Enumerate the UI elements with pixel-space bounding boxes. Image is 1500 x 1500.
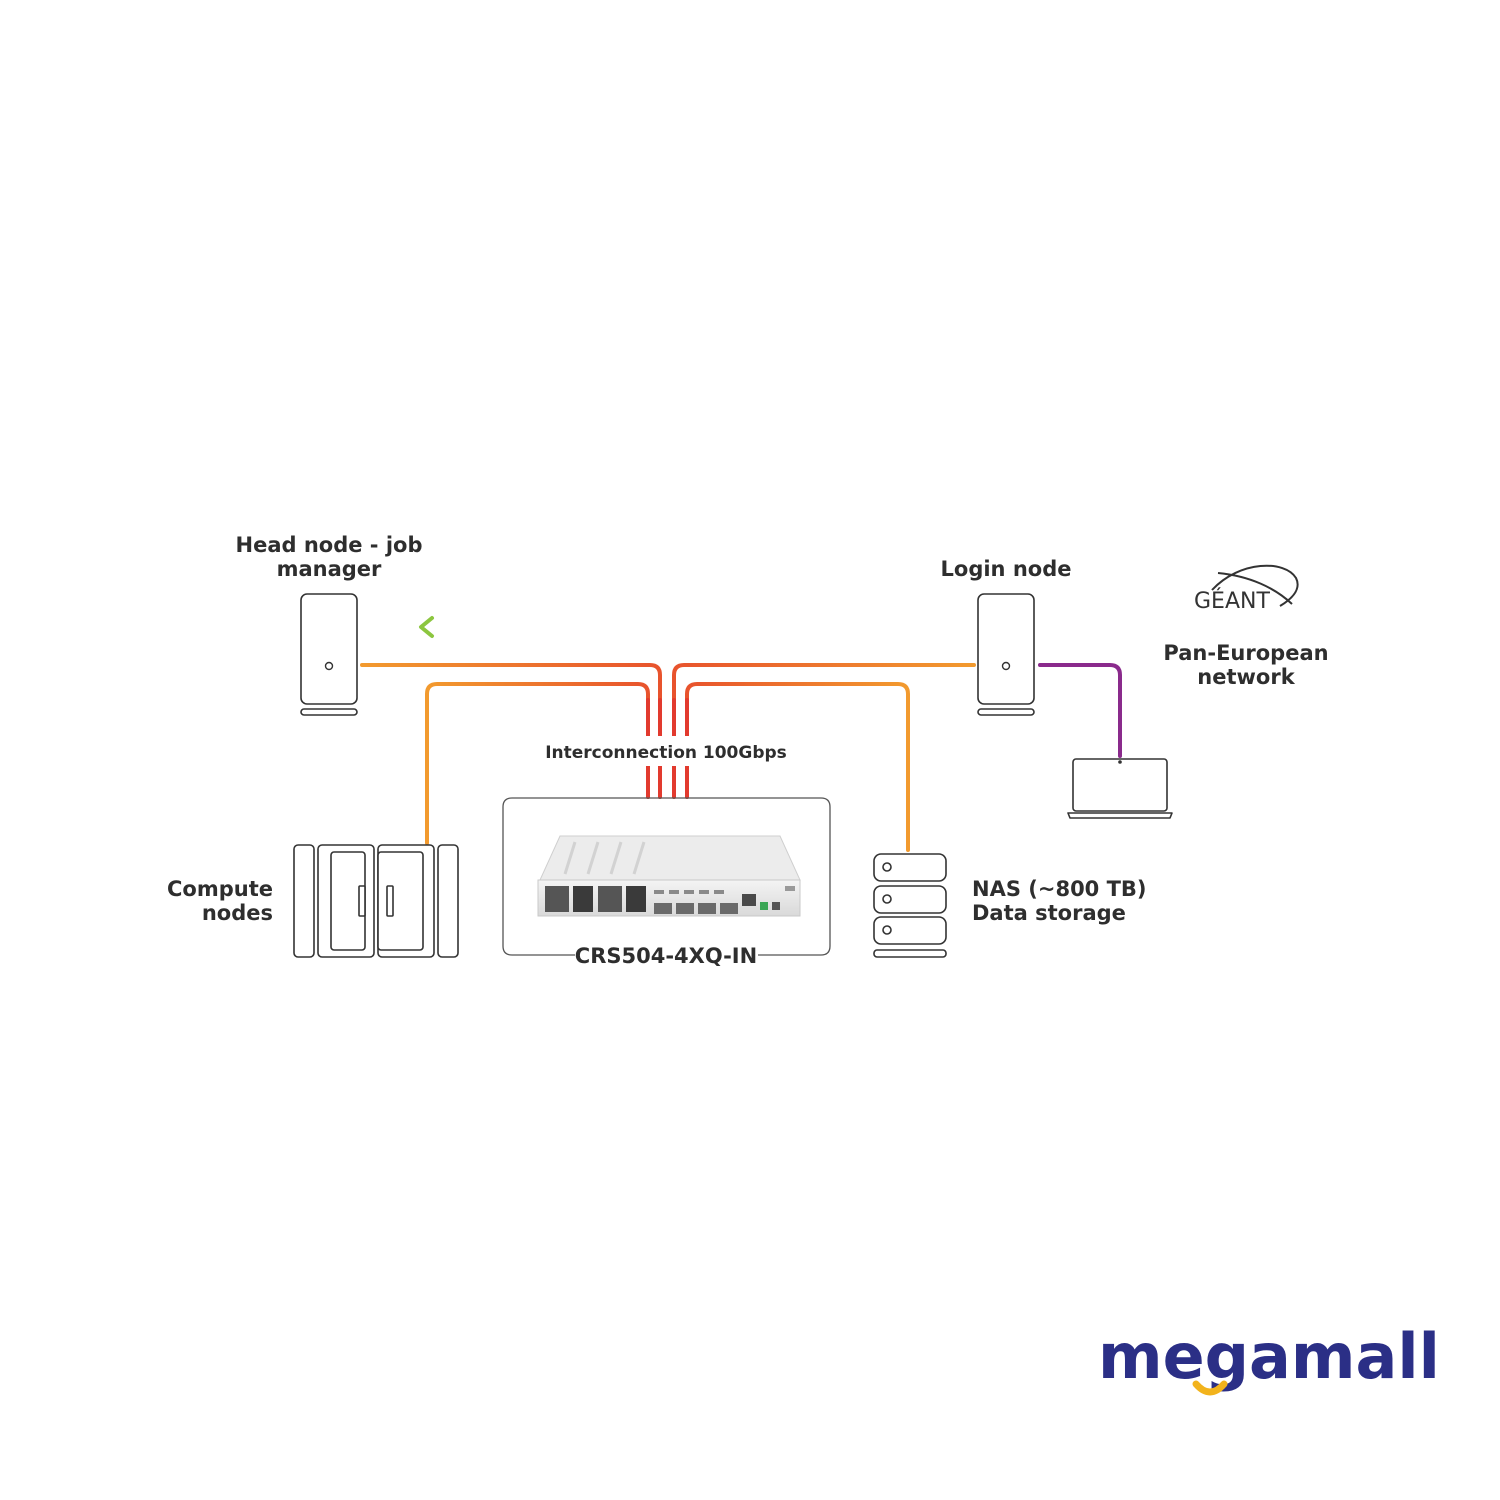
head-node-label-line1: Head node - job <box>236 533 423 557</box>
head-node: Head node - job manager <box>236 533 423 715</box>
network-label-line1: Pan-European <box>1163 641 1328 665</box>
switch-model-label: CRS504-4XQ-IN <box>575 944 757 968</box>
network-switch: CRS504-4XQ-IN <box>503 798 830 969</box>
server-tower-icon <box>301 594 357 715</box>
compute-nodes: Compute nodes <box>167 845 458 957</box>
server-tower-icon <box>978 594 1034 715</box>
nas-storage: NAS (~800 TB) Data storage <box>874 854 1147 957</box>
megamall-logo-text: megamall <box>1098 1320 1440 1393</box>
geant-logo: GÉANT <box>1194 566 1298 614</box>
megamall-logo: megamall <box>1098 1320 1440 1393</box>
rack-cabinet-icon <box>294 845 458 957</box>
login-node: Login node <box>941 557 1072 715</box>
nas-label-line1: NAS (~800 TB) <box>972 877 1147 901</box>
login-node-label: Login node <box>941 557 1072 581</box>
orange-link-nas-to-switch <box>687 684 908 850</box>
laptop-icon <box>1068 759 1172 818</box>
nas-storage-icon <box>874 854 946 957</box>
nas-label-line2: Data storage <box>972 901 1126 925</box>
geant-logo-text: GÉANT <box>1194 588 1270 614</box>
head-node-label-line2: manager <box>277 557 382 581</box>
network-switch-icon <box>538 836 800 916</box>
network-label-line2: network <box>1197 665 1295 689</box>
interconnection-label: Interconnection 100Gbps <box>545 743 787 763</box>
compute-nodes-label-line2: nodes <box>202 901 273 925</box>
purple-link-login-to-laptop <box>1040 665 1120 756</box>
compute-nodes-label-line1: Compute <box>167 877 273 901</box>
